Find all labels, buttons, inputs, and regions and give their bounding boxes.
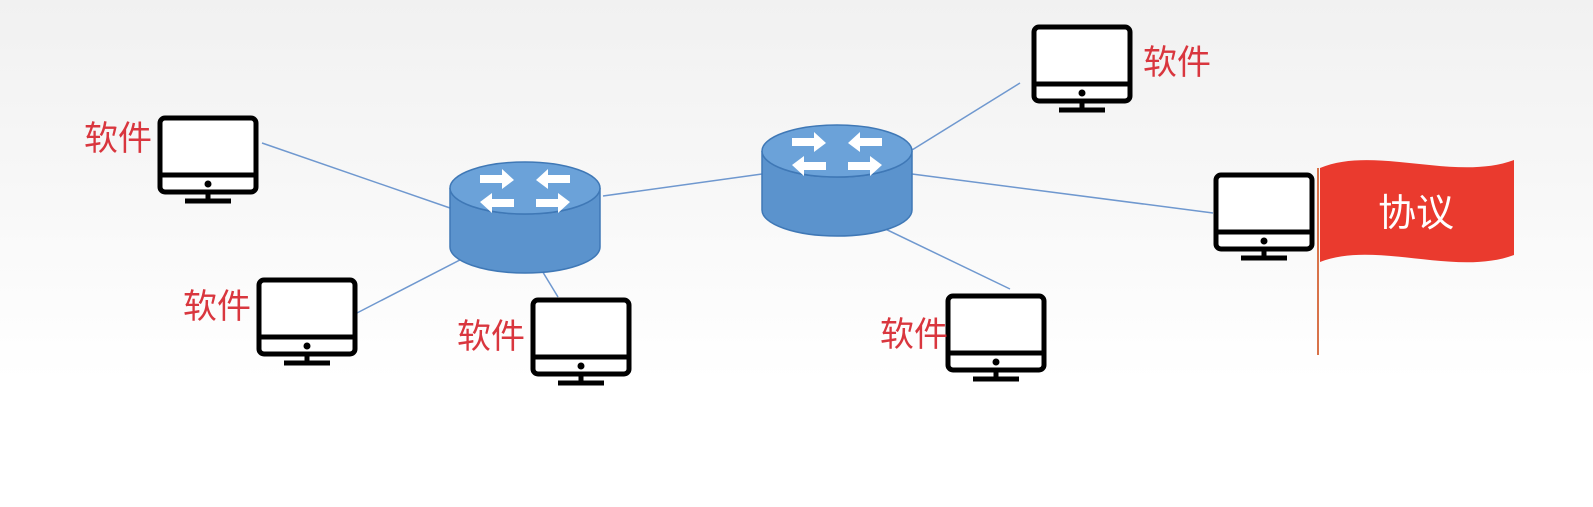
link-host-left-top-router-left [261,142,451,209]
links [261,82,1214,315]
host-label-left-top: 软件 [84,119,152,159]
desktop-monitor-icon [160,118,256,201]
router-icon [449,161,601,274]
router-right [761,124,913,237]
desktop-monitor-icon [1216,175,1312,258]
flag-icon [1320,160,1514,263]
host-center-bottom [533,300,629,383]
host-label-right-bottom: 软件 [880,315,948,355]
host-label-right-top: 软件 [1143,43,1211,83]
host-left-top [160,118,256,201]
desktop-monitor-icon [533,300,629,383]
link-router-right-host-right-flag [911,173,1214,214]
link-router-right-host-right-top [911,82,1021,151]
protocol-flag [1317,160,1514,355]
host-left-bottom [259,280,355,363]
desktop-monitor-icon [1034,27,1130,110]
router-icon [761,124,913,237]
desktop-monitor-icon [948,296,1044,379]
desktop-monitor-icon [259,280,355,363]
router-left [449,161,601,274]
host-right-bottom [948,296,1044,379]
host-right-top [1034,27,1130,110]
host-right-flag [1216,175,1312,258]
host-label-center-bottom: 软件 [457,317,525,357]
flag-label: 协议 [1378,191,1455,235]
host-label-left-bottom: 软件 [183,287,251,327]
link-router-left-router-right [602,173,763,197]
